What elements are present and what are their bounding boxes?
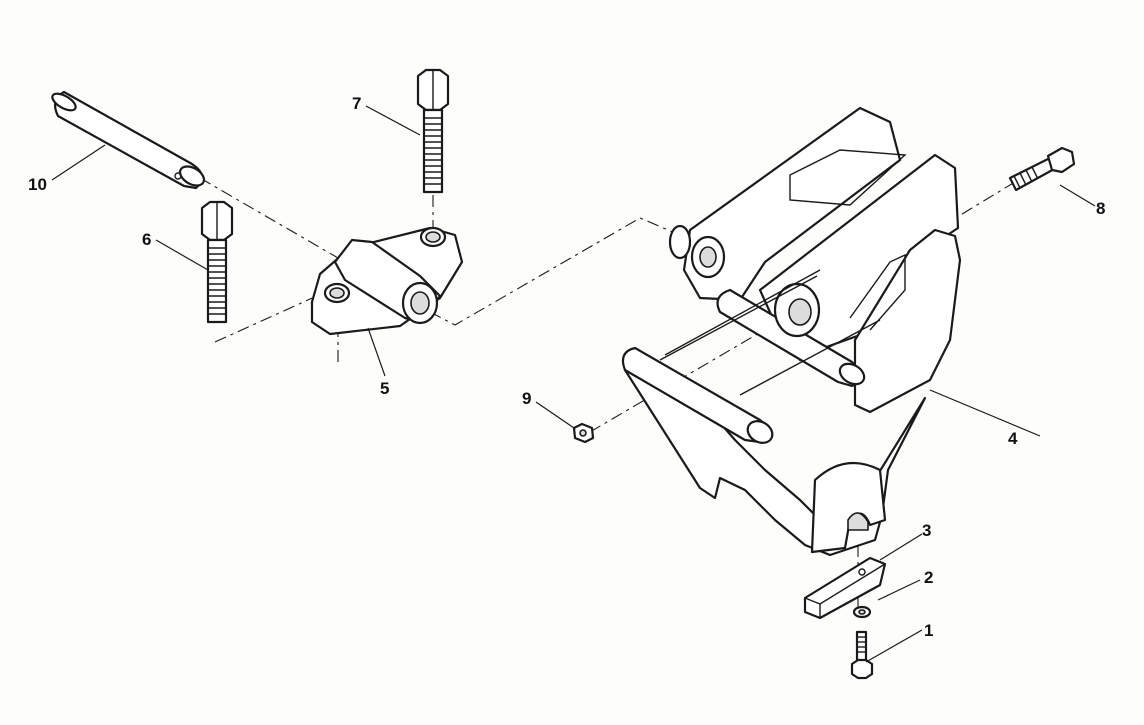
part-2-washer (852, 605, 872, 619)
part-7-bolt (416, 68, 450, 194)
part-3-block (803, 556, 887, 620)
callout-8: 8 (1096, 199, 1105, 218)
callout-labels: 10 7 6 5 4 8 9 3 2 1 (28, 94, 1105, 640)
part-8-bolt (1008, 146, 1076, 192)
callout-4: 4 (1008, 429, 1018, 448)
part-10-pin (51, 90, 206, 190)
callout-1: 1 (924, 621, 933, 640)
callout-3: 3 (922, 521, 931, 540)
part-6-bolt (200, 200, 234, 324)
part-4-frame (621, 106, 962, 557)
callout-6: 6 (142, 230, 151, 249)
part-1-bolt (850, 630, 874, 680)
callout-2: 2 (924, 568, 933, 587)
callout-7: 7 (352, 94, 361, 113)
leader-lines (51, 105, 1096, 663)
part-5-bracket (310, 226, 464, 336)
callout-5: 5 (380, 379, 389, 398)
part-9-nut (572, 422, 595, 444)
callout-10: 10 (28, 175, 47, 194)
callout-9: 9 (522, 389, 531, 408)
